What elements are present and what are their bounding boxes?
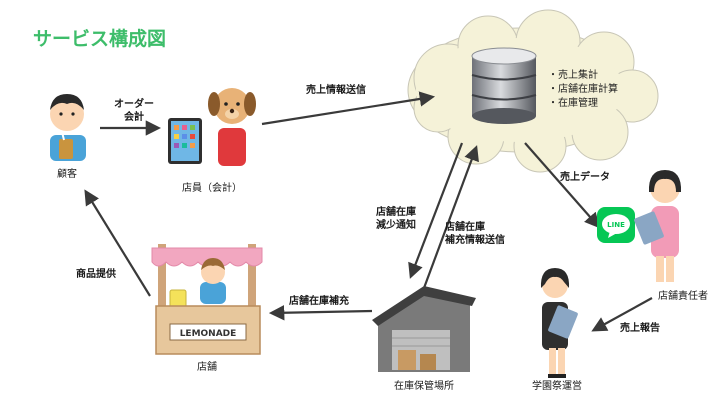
edge-label-order-line1: オーダー — [114, 99, 154, 110]
edge-label-stock-low: 店舗在庫 減少通知 — [376, 206, 416, 232]
edge-label-stock-low-line2: 減少通知 — [376, 220, 416, 231]
edge-label-restock: 店舗在庫補充 — [289, 296, 349, 307]
edge-label-restock-info-line1: 店舗在庫 — [445, 222, 485, 233]
edge-label-restock-info-line2: 補充情報送信 — [445, 235, 505, 246]
customer-figure — [50, 94, 86, 161]
arrow-sales-report — [591, 297, 653, 332]
page-title: サービス構成図 — [33, 28, 167, 50]
node-label-clerk: 店員（会計） — [182, 183, 242, 194]
line-app-icon: LINE — [597, 207, 635, 243]
node-label-warehouse: 在庫保管場所 — [394, 381, 454, 392]
node-label-manager: 店舗責任者 — [658, 291, 708, 302]
warehouse-icon — [372, 286, 476, 372]
clerk-dog-figure — [208, 88, 256, 166]
manager-figure — [634, 170, 682, 282]
edge-label-order: オーダー 会計 — [108, 98, 160, 124]
cloud-feature-item: ・店舗在庫計算 — [548, 84, 618, 95]
node-label-committee: 学園祭運営 — [532, 381, 582, 392]
tablet-icon — [168, 118, 202, 164]
lemonade-stand-icon: LEMONADE — [151, 244, 263, 355]
edge-label-sales-report: 売上報告 — [620, 323, 660, 334]
edge-label-sales-info: 売上情報送信 — [306, 85, 366, 96]
arrow-restock — [268, 305, 373, 321]
arrow-sales-info — [261, 91, 436, 126]
arrow-restock-info — [422, 145, 479, 289]
arrow-stock-low — [408, 142, 464, 279]
arrow-product — [84, 189, 151, 297]
committee-figure — [540, 268, 578, 378]
line-icon-label: LINE — [607, 221, 625, 229]
edge-label-restock-info: 店舗在庫 補充情報送信 — [445, 221, 505, 247]
node-label-store: 店舗 — [197, 362, 217, 373]
arrow-sales-data — [524, 142, 601, 229]
arrows — [84, 91, 653, 332]
cloud-feature-list: ・売上集計 ・店舗在庫計算 ・在庫管理 — [548, 69, 618, 111]
database-server-icon — [471, 47, 537, 124]
cloud-feature-item: ・売上集計 — [548, 70, 598, 81]
edge-label-product: 商品提供 — [76, 269, 116, 280]
cloud-feature-item: ・在庫管理 — [548, 98, 598, 109]
edge-label-stock-low-line1: 店舗在庫 — [376, 207, 416, 218]
edge-label-order-line2: 会計 — [124, 112, 144, 123]
node-label-customer: 顧客 — [57, 169, 77, 180]
stand-sign-text: LEMONADE — [180, 329, 237, 339]
edge-label-sales-data: 売上データ — [560, 172, 610, 183]
